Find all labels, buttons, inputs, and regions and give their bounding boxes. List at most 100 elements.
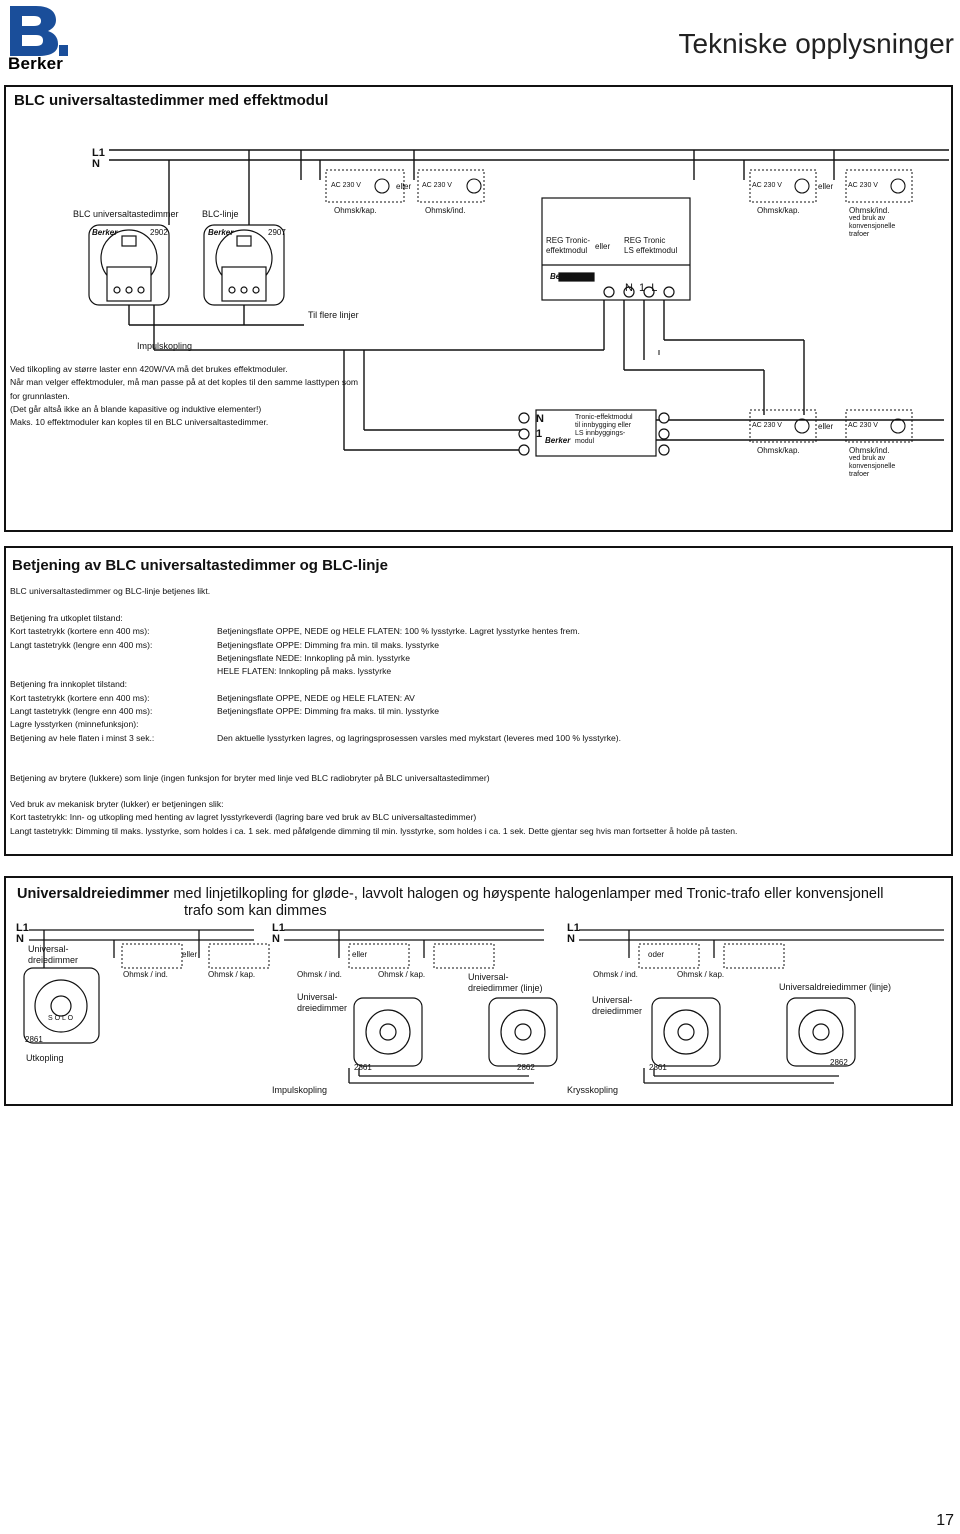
row-right: Betjeningsflate OPPE: Dimming fra maks. …	[217, 706, 440, 717]
ud-linje-2: Universaldreiedimmer (linje)	[779, 982, 892, 992]
note-line: Maks. 10 effektmoduler kan koples til en…	[10, 417, 269, 428]
u-load-5: Ohmsk / ind.	[593, 970, 638, 979]
mech-block: Ved bruk av mekanisk bryter (lukker) er …	[10, 798, 737, 838]
section-betjening	[4, 546, 953, 856]
page-number: 17	[936, 1512, 954, 1529]
label-l1: L1	[92, 147, 105, 159]
ud-label-2: Universal- dreiedimmer	[297, 992, 348, 1013]
u-load-3: Ohmsk / ind.	[297, 970, 342, 979]
betjening-right-column: Betjeningsflate OPPE, NEDE og HELE FLATE…	[217, 612, 621, 745]
reg-brand: Berker	[550, 272, 576, 281]
betjening-left-column: Betjening fra utkoplet tilstand: Kort ta…	[10, 612, 154, 745]
impulskopling-1: Impulskopling	[137, 341, 193, 351]
reg-eller: eller	[595, 242, 611, 251]
tronic-module-label: Tronic-effektmodul til innbygging eller …	[575, 414, 633, 445]
page-title: Tekniske opplysninger	[678, 28, 955, 59]
brytere-text: Betjening av brytere (lukkere) som linje…	[10, 773, 490, 783]
ac-3: AC 230 V	[752, 182, 782, 189]
ud-label-1: Universal- dreiedimmer	[28, 944, 79, 965]
switch-2902	[88, 224, 170, 306]
section-blc-effektmodul	[4, 85, 953, 532]
switch-brand-1: Berker	[92, 228, 118, 237]
title-bold: Universaldreiedimmer	[17, 886, 170, 902]
til-flere-linjer: Til flere linjer	[308, 310, 359, 320]
row-left: Kort tastetrykk (kortere enn 400 ms):	[10, 626, 150, 637]
section-title-blc: BLC universaltastedimmer med effektmodul	[14, 92, 329, 109]
row-left: Kort tastetrykk (kortere enn 400 ms):	[10, 692, 150, 703]
label-n: N	[92, 158, 100, 170]
row-right: HELE FLATEN: Innkopling på maks. lysstyr…	[217, 666, 392, 677]
tronic-n: N	[536, 413, 544, 425]
code-2861-2: 2861	[354, 1063, 372, 1072]
impulskopling-label: Impulskopling	[272, 1085, 328, 1095]
note-line: (Det går altså ikke an å blande kapasiti…	[10, 403, 262, 414]
note-line: Når man velger effektmoduler, må man pas…	[10, 377, 359, 388]
reg-tronic-label: REG Tronic- effektmodul	[546, 236, 591, 255]
reg-terminals: N 1 L	[625, 282, 658, 294]
dimmer-label: BLC universaltastedimmer	[73, 209, 179, 219]
row-right: Betjeningsflate OPPE, NEDE og HELE FLATE…	[217, 692, 415, 703]
berker-logo-icon	[10, 6, 68, 56]
row-left: Betjening fra utkoplet tilstand:	[10, 613, 123, 623]
row-left: Betjening fra innkoplet tilstand:	[10, 679, 128, 690]
u-n-2: N	[272, 933, 280, 945]
brand-wordmark: Berker	[8, 54, 64, 73]
eller-3: eller	[818, 422, 834, 431]
row-left: Lagre lysstyrken (minnefunksjon):	[10, 719, 139, 730]
reg-tronic-ls-label: REG Tronic LS effektmodul	[624, 236, 678, 255]
row-left: Betjening av hele flaten i minst 3 sek.:	[10, 732, 155, 743]
u-eller-1: eller	[182, 950, 198, 959]
mech-line: Ved bruk av mekanisk bryter (lukker) er …	[10, 799, 224, 809]
switch-2907	[203, 224, 285, 306]
eller-2: eller	[818, 182, 834, 191]
wiring-diagram-universal	[23, 929, 944, 1084]
tronic-brand: Berker	[545, 436, 571, 445]
reg-tronic-module	[541, 197, 691, 301]
trafo-note-1: ved bruk av konvensjonelle trafoer	[849, 215, 896, 238]
u-load-6: Ohmsk / kap.	[677, 970, 725, 979]
section-universaldreiedimmer	[4, 876, 953, 1106]
u-load-2: Ohmsk / kap.	[208, 970, 256, 979]
u-n-3: N	[567, 933, 575, 945]
notes-block: Ved tilkopling av større laster enn 420W…	[10, 363, 358, 429]
mech-line: Kort tastetrykk: Inn- og utkopling med h…	[10, 812, 477, 823]
dimmer-code: 2902	[150, 228, 168, 237]
load-2: Ohmsk/ind.	[425, 206, 466, 215]
u-l1-1: L1	[16, 922, 29, 934]
tronic-effektmodul	[518, 409, 670, 457]
line-code: 2907	[268, 228, 286, 237]
ac-1: AC 230 V	[331, 182, 361, 189]
row-left: Langt tastetrykk (lengre enn 400 ms):	[10, 639, 153, 650]
u-load-4: Ohmsk / kap.	[378, 970, 426, 979]
line-label: BLC-linje	[202, 209, 239, 219]
krysskopling-label: Krysskopling	[567, 1085, 619, 1095]
wiring-diagram-blc	[88, 149, 949, 457]
ac-5: AC 230 V	[752, 422, 782, 429]
code-2861-3: 2861	[649, 1063, 667, 1072]
row-right: Betjeningsflate OPPE: Dimming fra min. t…	[217, 639, 440, 650]
load-3: Ohmsk/kap.	[757, 206, 800, 215]
eller-1: eller	[396, 182, 412, 191]
u-load-1: Ohmsk / ind.	[123, 970, 168, 979]
betjening-intro: BLC universaltastedimmer og BLC-linje be…	[10, 586, 211, 596]
u-oder: oder	[648, 950, 665, 959]
code-2861-1: 2861	[25, 1035, 43, 1044]
load-4: Ohmsk/ind.	[849, 206, 890, 215]
ud-label-3: Universal- dreiedimmer	[592, 995, 643, 1016]
load-1: Ohmsk/kap.	[334, 206, 377, 215]
code-2862-2: 2862	[830, 1058, 848, 1067]
ac-4: AC 230 V	[848, 182, 878, 189]
code-2862-1: 2862	[517, 1063, 535, 1072]
row-right: Den aktuelle lysstyrken lagres, og lagri…	[217, 732, 622, 743]
trafo-note-2: ved bruk av konvensjonelle trafoer	[849, 455, 896, 478]
ac-6: AC 230 V	[848, 422, 878, 429]
title-rest: med linjetilkopling for gløde-, lavvolt …	[169, 886, 884, 902]
section-title-universal: Universaldreiedimmer med linjetilkopling…	[17, 886, 883, 902]
ud-linje-1: Universal- dreiedimmer (linje)	[468, 972, 543, 993]
note-line: Ved tilkopling av større laster enn 420W…	[10, 364, 288, 374]
mech-line: Langt tastetrykk: Dimming til maks. lyss…	[10, 825, 738, 836]
utkopling-label: Utkopling	[26, 1053, 64, 1063]
load-5: Ohmsk/kap.	[757, 446, 800, 455]
row-left: Langt tastetrykk (lengre enn 400 ms):	[10, 706, 153, 717]
row-right: Betjeningsflate NEDE: Innkopling på min.…	[217, 652, 410, 663]
